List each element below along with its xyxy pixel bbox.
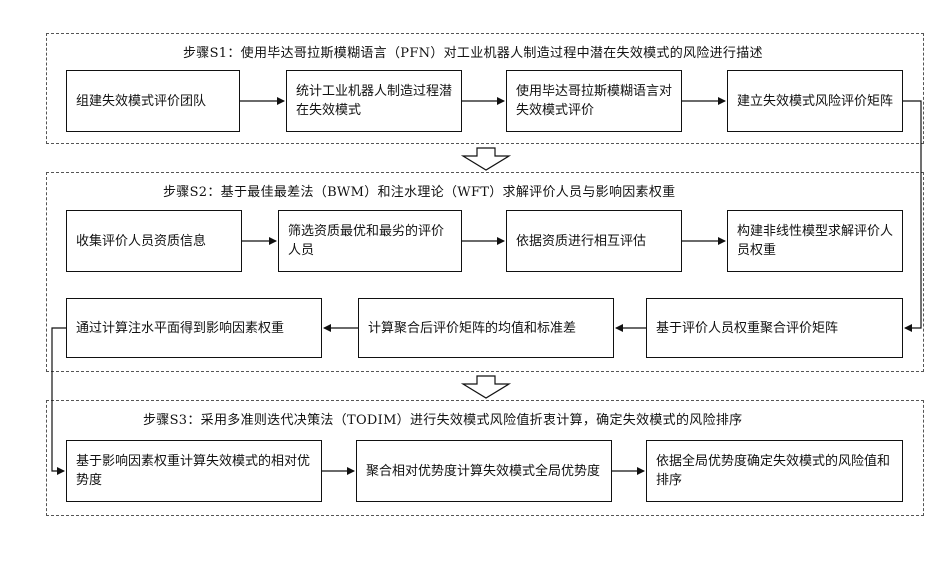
- stage-s3-title: 步骤S3：采用多准则迭代决策法（TODIM）进行失效模式风险值折衷计算，确定失效…: [143, 409, 742, 428]
- step-text: 依据资质进行相互评估: [516, 232, 646, 251]
- step-box-s1-1: 组建失效模式评价团队: [66, 70, 240, 132]
- step-box-s3-2: 聚合相对优势度计算失效模式全局优势度: [356, 440, 612, 502]
- step-text: 计算聚合后评价矩阵的均值和标准差: [368, 319, 576, 338]
- step-text: 依据全局优势度确定失效模式的风险值和排序: [656, 452, 893, 490]
- step-box-s2-7: 通过计算注水平面得到影响因素权重: [66, 298, 322, 358]
- step-text: 收集评价人员资质信息: [76, 232, 206, 251]
- step-text: 组建失效模式评价团队: [76, 92, 206, 111]
- step-box-s2-1: 收集评价人员资质信息: [66, 210, 242, 272]
- step-text: 构建非线性模型求解评价人员权重: [737, 222, 893, 260]
- step-box-s2-3: 依据资质进行相互评估: [506, 210, 682, 272]
- step-text: 聚合相对优势度计算失效模式全局优势度: [366, 462, 600, 481]
- block-arrow-s1-s2: [463, 148, 509, 170]
- step-box-s2-5: 基于评价人员权重聚合评价矩阵: [646, 298, 903, 358]
- step-text: 基于评价人员权重聚合评价矩阵: [656, 319, 838, 338]
- step-box-s1-3: 使用毕达哥拉斯模糊语言对失效模式评价: [506, 70, 682, 132]
- step-text: 通过计算注水平面得到影响因素权重: [76, 319, 284, 338]
- step-text: 筛选资质最优和最劣的评价人员: [288, 222, 452, 260]
- stage-s2-title: 步骤S2：基于最佳最差法（BWM）和注水理论（WFT）求解评价人员与影响因素权重: [163, 181, 675, 200]
- block-arrow-s2-s3: [463, 376, 509, 398]
- step-text: 基于影响因素权重计算失效模式的相对优势度: [76, 452, 312, 490]
- step-box-s1-2: 统计工业机器人制造过程潜在失效模式: [286, 70, 462, 132]
- step-text: 使用毕达哥拉斯模糊语言对失效模式评价: [516, 82, 672, 120]
- step-box-s2-4: 构建非线性模型求解评价人员权重: [727, 210, 903, 272]
- step-text: 统计工业机器人制造过程潜在失效模式: [296, 82, 452, 120]
- step-box-s3-1: 基于影响因素权重计算失效模式的相对优势度: [66, 440, 322, 502]
- step-box-s2-6: 计算聚合后评价矩阵的均值和标准差: [358, 298, 614, 358]
- step-text: 建立失效模式风险评价矩阵: [737, 92, 893, 111]
- step-box-s1-4: 建立失效模式风险评价矩阵: [727, 70, 903, 132]
- stage-s1-title: 步骤S1：使用毕达哥拉斯模糊语言（PFN）对工业机器人制造过程中潜在失效模式的风…: [183, 42, 763, 61]
- step-box-s3-3: 依据全局优势度确定失效模式的风险值和排序: [646, 440, 903, 502]
- step-box-s2-2: 筛选资质最优和最劣的评价人员: [278, 210, 462, 272]
